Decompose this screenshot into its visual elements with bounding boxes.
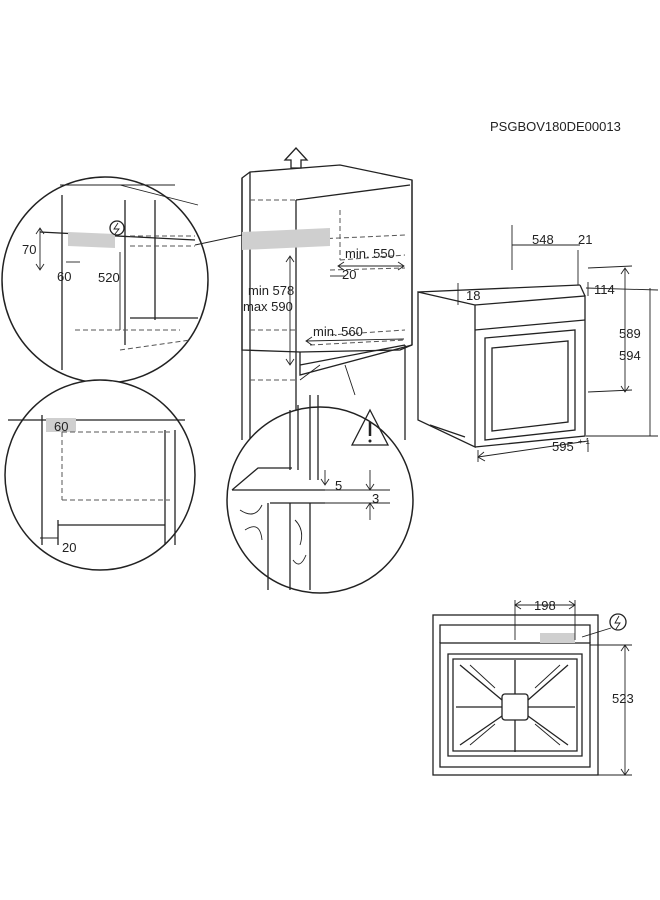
power-zone-detail bbox=[68, 232, 115, 248]
rear-power-zone bbox=[540, 633, 575, 643]
dim-60-side-label: 60 bbox=[54, 419, 68, 434]
oven-rear-view: 198 523 bbox=[432, 598, 634, 776]
dim-595-tolerance: +-1 bbox=[578, 437, 590, 446]
central-dimensions: min 578 max 590 min. 550 20 min. 560 bbox=[243, 246, 405, 366]
dim-70-label: 70 bbox=[22, 242, 36, 257]
power-zone-shading bbox=[242, 228, 330, 250]
power-zone-side bbox=[46, 418, 76, 432]
detail-circle-power-connection: 70 60 520 bbox=[1, 176, 209, 384]
circle1-connector bbox=[194, 234, 243, 246]
drawing-code: PSGBOV180DE00013 bbox=[490, 119, 621, 134]
dim-21-label: 21 bbox=[578, 232, 592, 247]
up-arrow-icon bbox=[283, 147, 309, 169]
dim-523-label: 523 bbox=[612, 691, 634, 706]
dim-18-label: 18 bbox=[466, 288, 480, 303]
dim-548-label: 548 bbox=[532, 232, 554, 247]
dim-5-label: 5 bbox=[335, 478, 342, 493]
dim-520-label: 520 bbox=[98, 270, 120, 285]
dim-3-label: 3 bbox=[372, 491, 379, 506]
oven-side-view: 548 21 18 114 589 594 595 +-1 bbox=[417, 225, 659, 462]
min-550-label: min. 550 bbox=[345, 246, 395, 261]
detail-circle-cabinet-bottom: 60 20 bbox=[4, 379, 196, 571]
dim-594-label: 594 bbox=[619, 348, 641, 363]
cabinet-niche bbox=[241, 164, 413, 440]
dim-589-label: 589 bbox=[619, 326, 641, 341]
power-connection-icon bbox=[109, 220, 125, 236]
dim-595-label: 595 bbox=[552, 439, 574, 454]
dim-60-top-label: 60 bbox=[57, 269, 71, 284]
min-578-label: min 578 bbox=[248, 283, 294, 298]
min-560-label: min. 560 bbox=[313, 324, 363, 339]
detail-circle-mounting: 5 3 bbox=[226, 364, 414, 594]
dim-114-label: 114 bbox=[594, 282, 615, 297]
warning-icon bbox=[350, 408, 390, 446]
dim-198-label: 198 bbox=[534, 598, 556, 613]
power-connection-icon bbox=[581, 613, 627, 638]
dim-20-center-label: 20 bbox=[342, 267, 356, 282]
max-590-label: max 590 bbox=[243, 299, 293, 314]
dim-20-side-label: 20 bbox=[62, 540, 76, 555]
